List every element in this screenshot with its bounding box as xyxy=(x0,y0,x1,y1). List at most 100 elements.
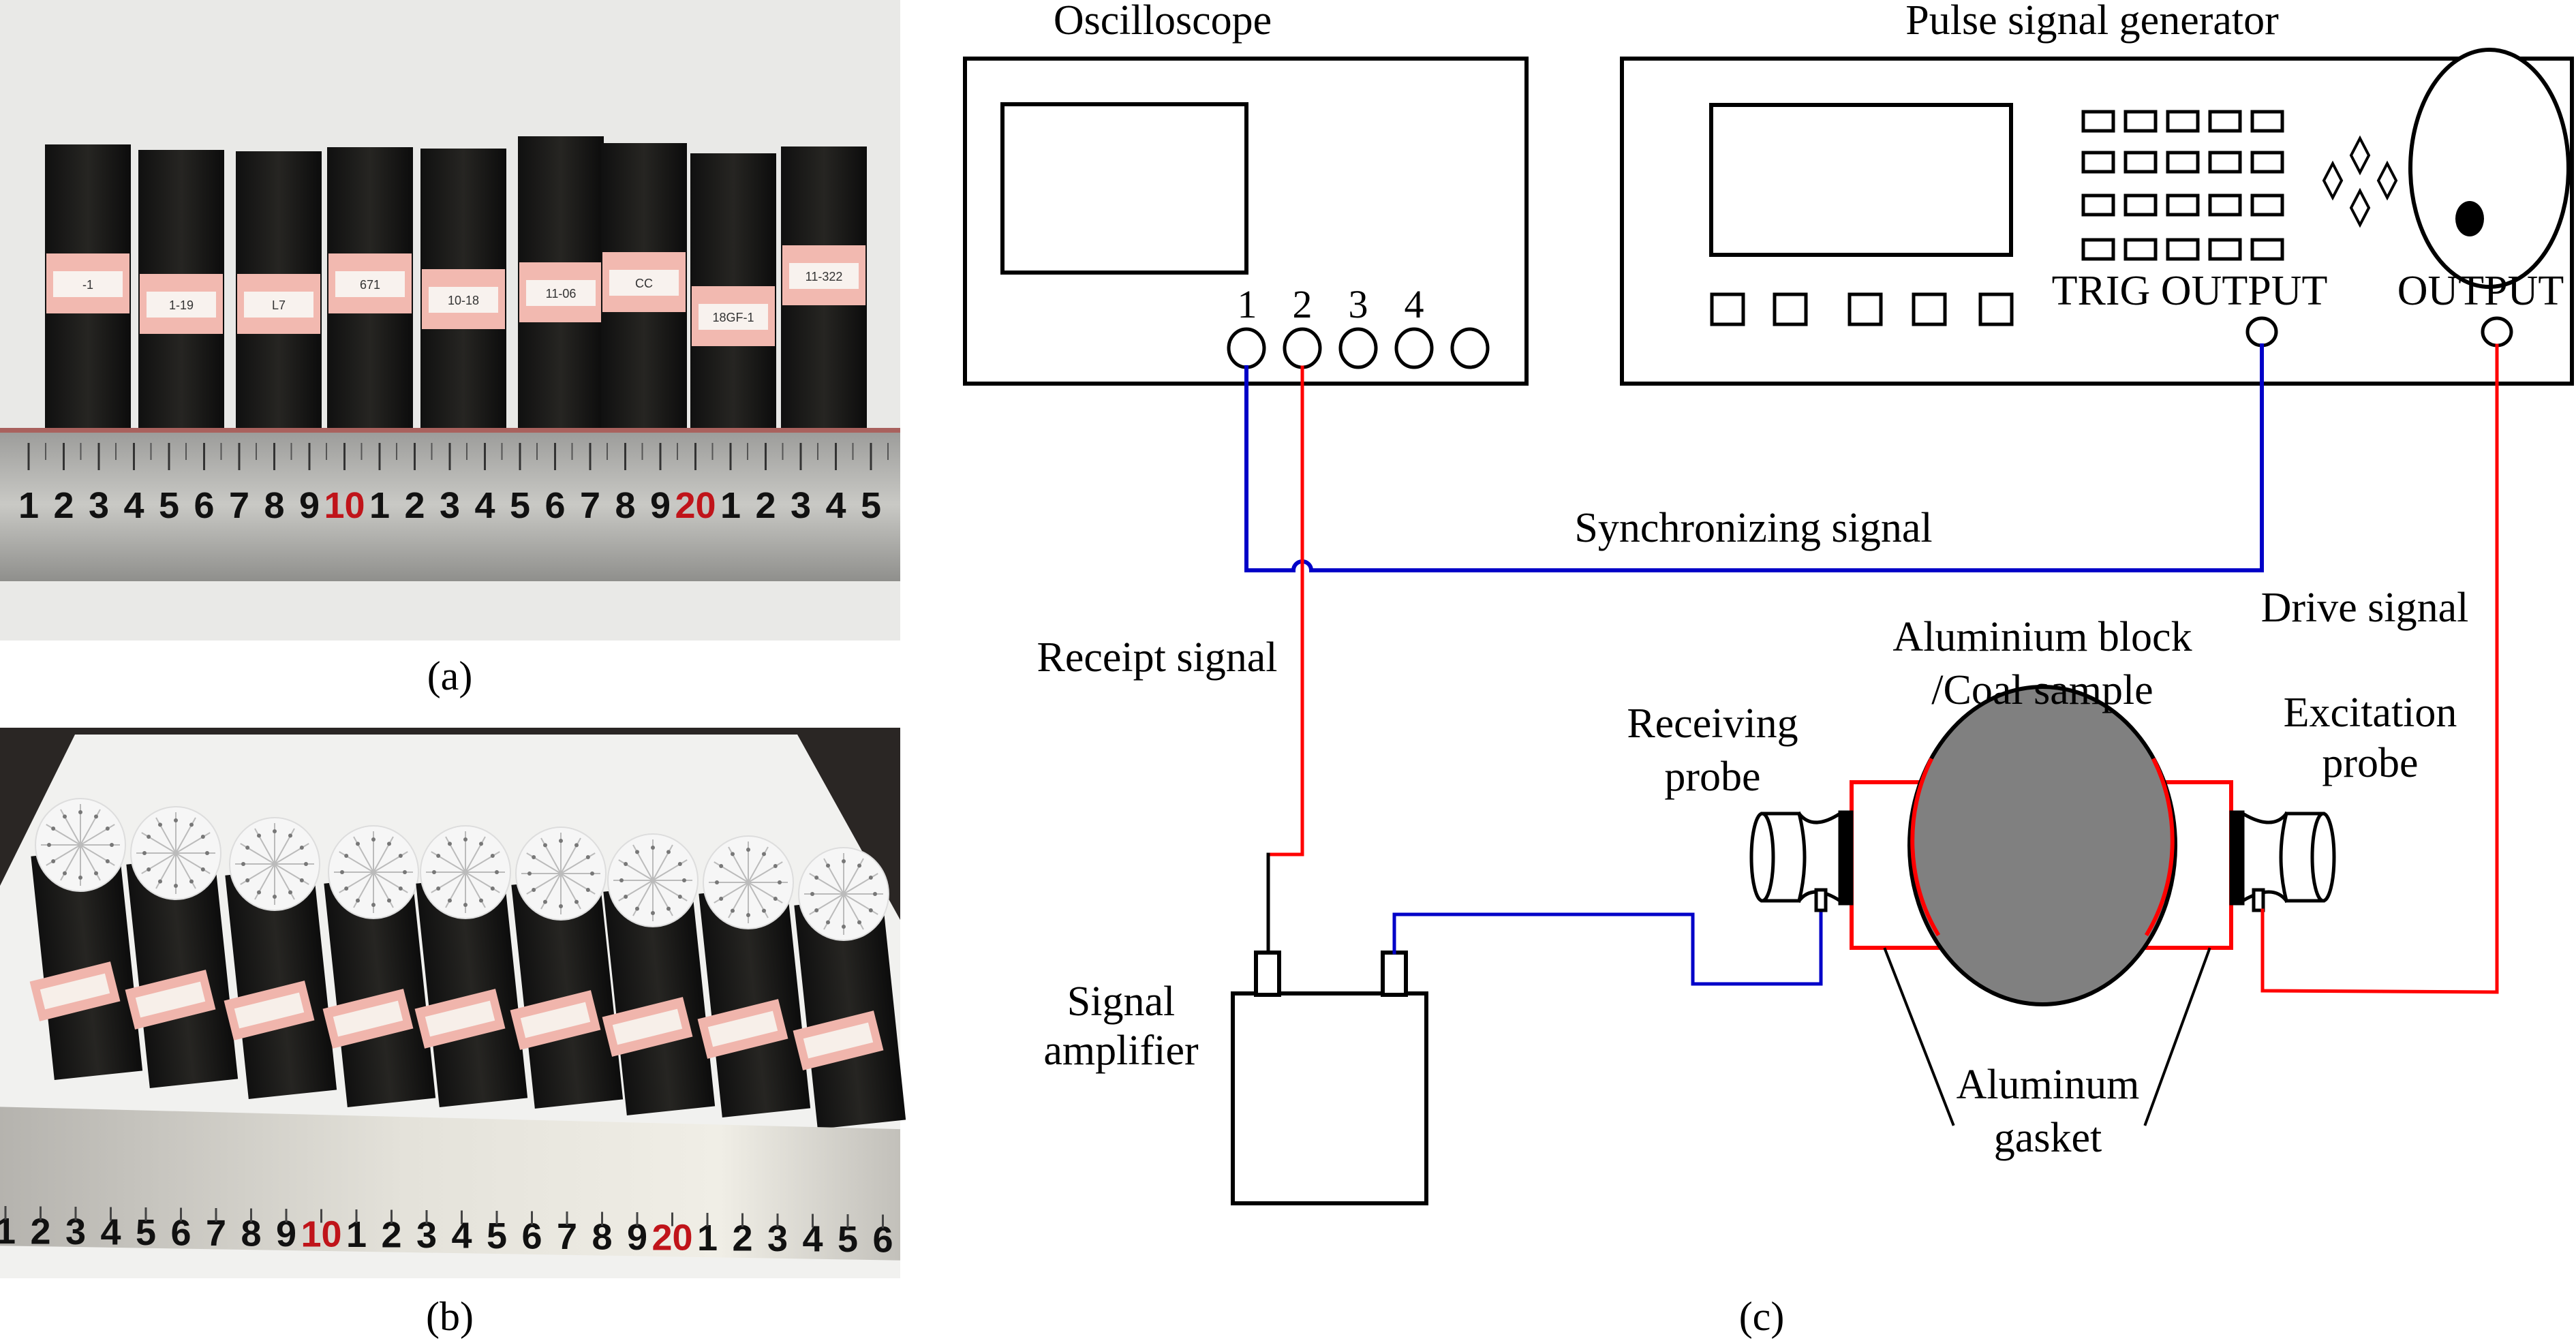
excitation-probe xyxy=(2229,810,2336,912)
coal-sample-a: 18GF-1 xyxy=(690,153,776,465)
ruler-number: 4 xyxy=(474,485,495,526)
caption-c: (c) xyxy=(1739,1294,1785,1339)
generator-key[interactable] xyxy=(2081,238,2115,261)
receipt-signal-label: Receipt signal xyxy=(1037,634,1278,681)
direction-pad-icon[interactable] xyxy=(2322,135,2398,228)
ruler-number: 4 xyxy=(825,485,846,526)
generator-key[interactable] xyxy=(2250,238,2284,261)
coal-sample-a: 1-19 xyxy=(138,150,224,465)
sample-label-a: 18GF-1 xyxy=(712,311,754,324)
ruler-b xyxy=(0,1107,900,1261)
generator-knob[interactable] xyxy=(2408,48,2571,289)
generator-key[interactable] xyxy=(2208,194,2242,217)
ruler-number: 3 xyxy=(791,485,811,526)
ruler-number: 4 xyxy=(123,485,144,526)
channel-3-port[interactable] xyxy=(1338,327,1378,369)
generator-key[interactable] xyxy=(2081,194,2115,217)
generator-key[interactable] xyxy=(2250,151,2284,174)
receipt-signal-wire xyxy=(1266,365,1304,856)
ruler-number: 2 xyxy=(53,485,74,526)
sample-label-a: 10-18 xyxy=(448,294,479,307)
gasket-leader-right xyxy=(2143,947,2211,1126)
channel-1-label: 1 xyxy=(1238,282,1257,326)
amplifier-label-line1: Signal xyxy=(1067,978,1175,1025)
generator-key[interactable] xyxy=(2208,151,2242,174)
generator-screen xyxy=(1709,103,2013,257)
channel-1-port[interactable] xyxy=(1227,327,1266,369)
generator-key[interactable] xyxy=(2166,238,2200,261)
ruler-number: 1 xyxy=(720,485,741,526)
generator-function-button[interactable] xyxy=(1912,292,1947,326)
generator-key[interactable] xyxy=(2123,238,2158,261)
sample-label-a: CC xyxy=(635,277,653,290)
sample-label-a: 11-322 xyxy=(806,270,843,283)
receiving-probe-wire xyxy=(1392,906,1823,986)
channel-2-port[interactable] xyxy=(1283,327,1322,369)
generator-key[interactable] xyxy=(2166,194,2200,217)
generator-key[interactable] xyxy=(2208,110,2242,133)
generator-function-button[interactable] xyxy=(1978,292,2014,326)
samples-a: -1 1-19 L7 671 10-18 11-06 CC 18GF-1 11-322 xyxy=(45,136,867,465)
generator-function-button[interactable] xyxy=(1710,292,1745,326)
generator-function-button[interactable] xyxy=(1847,292,1883,326)
ruler-number: 5 xyxy=(861,485,881,526)
signal-amplifier xyxy=(1231,991,1428,1205)
coal-sample-a: L7 xyxy=(236,151,322,465)
trig-output-port[interactable] xyxy=(2245,316,2278,348)
generator-key[interactable] xyxy=(2123,194,2158,217)
generator-body xyxy=(1620,57,2574,386)
generator-function-button[interactable] xyxy=(1773,292,1808,326)
receiving-probe-label-line1: Receiving xyxy=(1627,700,1798,747)
coal-sample-a: CC xyxy=(601,143,687,465)
coal-sample-a: 11-322 xyxy=(781,146,867,465)
generator-key[interactable] xyxy=(2250,194,2284,217)
trig-output-label: TRIG OUTPUT xyxy=(2052,268,2328,314)
ruler-number: 1 xyxy=(0,1211,16,1252)
knob-dot-icon xyxy=(2455,201,2484,236)
gasket-contact-right xyxy=(2144,757,2175,937)
generator-key[interactable] xyxy=(2123,110,2158,133)
generator-title: Pulse signal generator xyxy=(1905,0,2279,44)
generator-key[interactable] xyxy=(2208,238,2242,261)
generator-key[interactable] xyxy=(2250,110,2284,133)
drive-signal-label: Drive signal xyxy=(2261,585,2469,631)
sample-label-a: L7 xyxy=(272,298,286,312)
generator-key[interactable] xyxy=(2166,151,2200,174)
generator-key[interactable] xyxy=(2081,110,2115,133)
generator-key[interactable] xyxy=(2081,151,2115,174)
ruler-number: 2 xyxy=(404,485,425,526)
oscilloscope-title: Oscilloscope xyxy=(1054,0,1272,44)
generator-key[interactable] xyxy=(2123,151,2158,174)
sample-label-a: 11-06 xyxy=(546,287,577,300)
ruler-number: 3 xyxy=(89,485,109,526)
gasket-label-line1: Aluminum xyxy=(1957,1062,2140,1108)
drive-signal-wire xyxy=(2260,343,2499,994)
channel-4-port[interactable] xyxy=(1394,327,1434,369)
coal-sample-a: 671 xyxy=(327,147,413,465)
ruler-number: 7 xyxy=(229,485,249,526)
sample-label-a: -1 xyxy=(82,278,93,292)
generator-key[interactable] xyxy=(2166,110,2200,133)
coal-sample-b xyxy=(793,847,906,1129)
output-label: OUTPUT xyxy=(2397,268,2564,314)
receiving-probe-label-line2: probe xyxy=(1664,754,1760,800)
extra-port[interactable] xyxy=(1450,327,1490,369)
excitation-probe-label-line1: Excitation xyxy=(2284,690,2457,736)
ruler-number: 8 xyxy=(615,485,635,526)
ruler-number: 20 xyxy=(675,485,716,526)
ruler-number: 1 xyxy=(369,485,390,526)
gasket-label-line2: gasket xyxy=(1994,1115,2102,1161)
sync-signal-label: Synchronizing signal xyxy=(1574,505,1932,551)
coal-sample-b xyxy=(322,825,436,1107)
ruler-number: 5 xyxy=(159,485,179,526)
output-port[interactable] xyxy=(2481,316,2513,348)
gasket-contact-left xyxy=(1910,757,1941,937)
ruler-number: 8 xyxy=(264,485,284,526)
coal-sample-b xyxy=(414,825,528,1107)
receiving-probe xyxy=(1749,810,1854,912)
gasket-leader-left xyxy=(1883,947,1955,1126)
